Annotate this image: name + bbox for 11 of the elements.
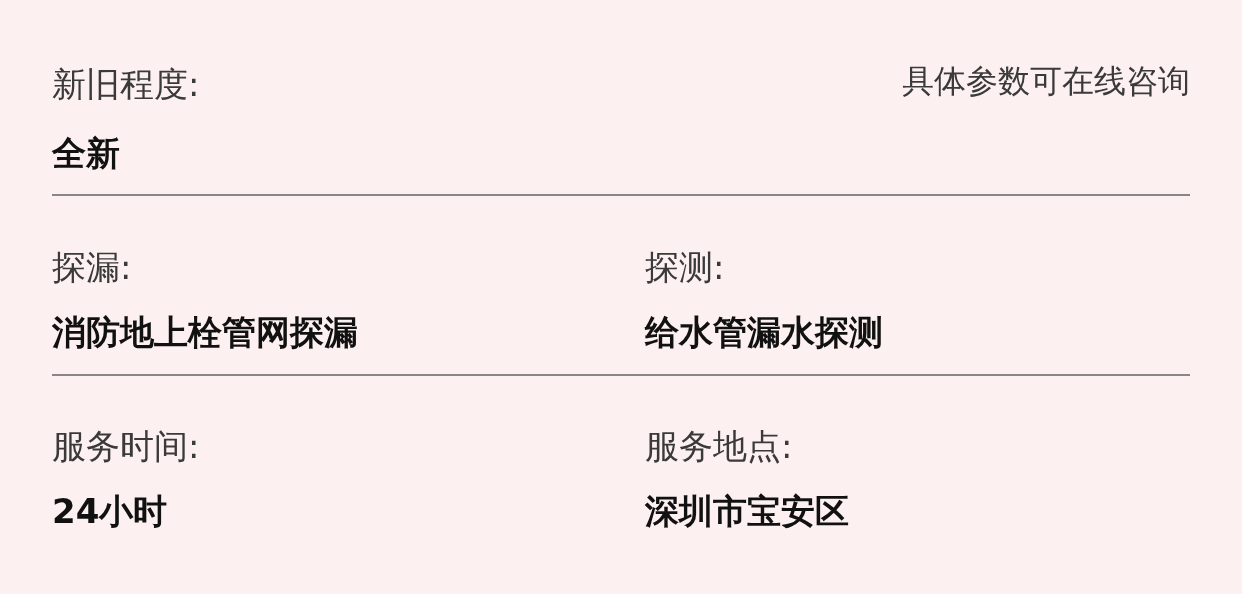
field-label: 新旧程度: bbox=[52, 64, 200, 105]
field-value: 24小时 bbox=[52, 491, 168, 532]
field-label: 服务地点: bbox=[645, 426, 793, 467]
field-label: 探测: bbox=[645, 247, 725, 288]
field-value: 深圳市宝安区 bbox=[645, 491, 849, 532]
field-label: 服务时间: bbox=[52, 426, 200, 467]
field-value: 全新 bbox=[52, 133, 120, 174]
field-label: 探漏: bbox=[52, 247, 132, 288]
field-value: 消防地上栓管网探漏 bbox=[52, 312, 358, 353]
note-text: 具体参数可在线咨询 bbox=[902, 62, 1190, 101]
field-value: 给水管漏水探测 bbox=[645, 312, 883, 353]
